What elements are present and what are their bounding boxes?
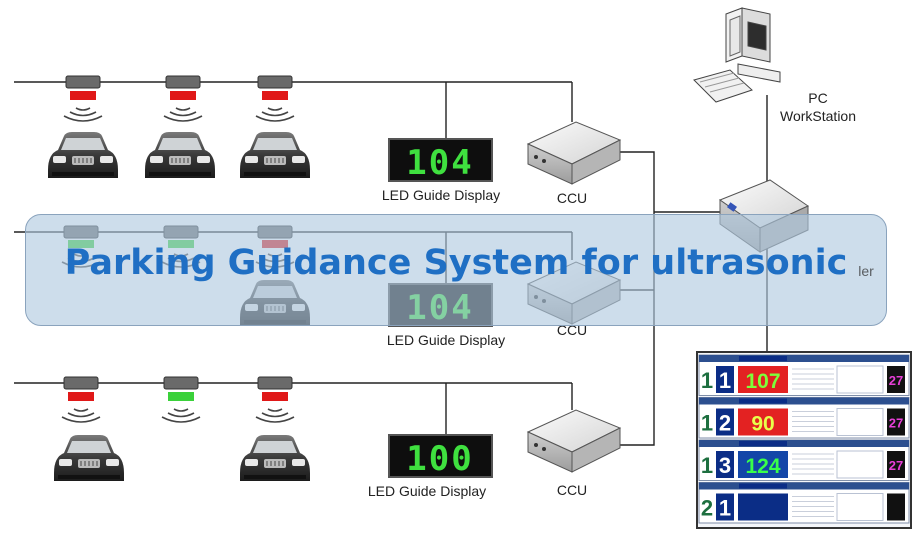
workstation-label: WorkStation <box>780 108 856 124</box>
led-display-label: LED Guide Display <box>368 483 486 499</box>
car-icon <box>239 434 311 482</box>
led-display-label: LED Guide Display <box>382 187 500 203</box>
level-number: 1 <box>701 453 713 478</box>
ccu-label: CCU <box>557 190 587 206</box>
ultrasonic-sensor-icon <box>255 75 295 122</box>
sensor-row-1 <box>47 75 311 179</box>
computer-icon <box>693 7 781 103</box>
level-number: 2 <box>701 496 713 521</box>
zone-number: 3 <box>719 453 731 478</box>
ultrasonic-sensor-icon <box>61 376 101 423</box>
zone-number: 2 <box>719 411 731 436</box>
right-count: 27 <box>889 416 903 431</box>
level-number: 1 <box>701 411 713 436</box>
led-value: 104 <box>406 143 473 183</box>
car-icon <box>47 131 119 179</box>
ccu-box-icon <box>527 121 621 185</box>
ultrasonic-sensor-icon <box>255 376 295 423</box>
zone-number: 1 <box>719 368 731 393</box>
right-count: 27 <box>889 373 903 388</box>
ccu-box-icon <box>527 409 621 473</box>
led-guide-display-3: 100 LED Guide Display <box>368 434 493 499</box>
space-count: 90 <box>751 413 774 436</box>
car-icon <box>239 131 311 179</box>
pc-label: PC <box>808 90 827 106</box>
space-count: 124 <box>745 455 780 478</box>
led-guide-display-1: 104 LED Guide Display <box>382 138 500 203</box>
ultrasonic-sensor-icon <box>161 376 201 423</box>
sensor-row-3 <box>53 376 311 482</box>
led-value: 100 <box>406 439 473 479</box>
ccu-unit-1: CCU <box>527 121 621 206</box>
level-number: 1 <box>701 368 713 393</box>
ccu-label: CCU <box>557 322 587 338</box>
car-icon <box>53 434 125 482</box>
car-icon <box>144 131 216 179</box>
ccu-unit-2: CCU <box>527 261 621 338</box>
ultrasonic-sensor-icon <box>163 75 203 122</box>
page-title: Parking Guidance System for ultrasonic <box>64 243 848 283</box>
zone-number: 1 <box>719 496 731 521</box>
pc-workstation: PC WorkStation <box>693 7 856 124</box>
ccu-unit-3: CCU <box>527 409 621 498</box>
ccu-label: CCU <box>557 482 587 498</box>
space-count: 107 <box>745 370 780 393</box>
title-banner: Parking Guidance System for ultrasonic <box>25 214 887 326</box>
right-count: 27 <box>889 458 903 473</box>
ultrasonic-sensor-icon <box>63 75 103 122</box>
led-display-label: LED Guide Display <box>387 332 505 348</box>
